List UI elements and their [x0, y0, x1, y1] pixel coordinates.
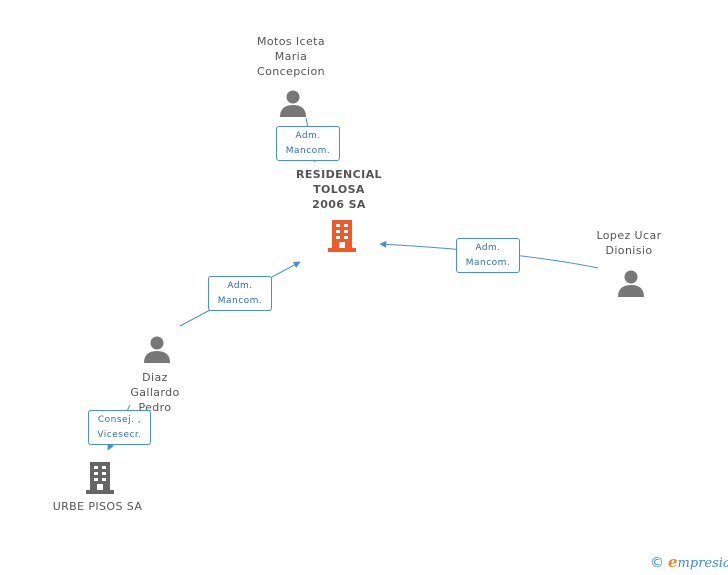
- brand-name: mpresia: [677, 556, 728, 571]
- label-line: TOLOSA: [313, 183, 365, 196]
- relation-diaz-urbe[interactable]: Consej. , Vicesecr.: [88, 410, 151, 445]
- person-icon[interactable]: [278, 88, 308, 118]
- label-line: Dionisio: [605, 244, 653, 257]
- relation-diaz-residencial[interactable]: Adm. Mancom.: [208, 276, 272, 311]
- person-label-motos[interactable]: Motos Iceta Maria Concepcion: [241, 34, 341, 79]
- building-icon[interactable]: [84, 460, 116, 494]
- relation-lopez-residencial[interactable]: Adm. Mancom.: [456, 238, 520, 273]
- label-line: 2006 SA: [312, 198, 366, 211]
- label-line: Diaz: [142, 371, 168, 384]
- label-line: Gallardo: [130, 386, 180, 399]
- company-label-residencial[interactable]: RESIDENCIAL TOLOSA 2006 SA: [289, 167, 389, 212]
- building-icon[interactable]: [326, 218, 358, 252]
- label-line: RESIDENCIAL: [296, 168, 382, 181]
- relation-line: Mancom.: [285, 146, 331, 156]
- label-line: Motos Iceta: [256, 35, 325, 48]
- relation-line: Vicesecr.: [97, 430, 142, 440]
- copyright-icon: ©: [650, 555, 664, 571]
- relation-line: Adm.: [295, 131, 321, 141]
- relation-line: Consej. ,: [97, 415, 142, 425]
- relation-line: Adm.: [475, 243, 501, 253]
- brand-initial: e: [668, 553, 678, 571]
- relation-line: Mancom.: [465, 258, 511, 268]
- label-line: Concepcion: [257, 65, 325, 78]
- company-label-urbe[interactable]: URBE PISOS SA: [40, 499, 155, 514]
- label-line: Maria: [274, 50, 308, 63]
- relation-line: Mancom.: [217, 296, 263, 306]
- person-label-lopez[interactable]: Lopez Ucar Dionisio: [579, 228, 679, 258]
- brand-logo[interactable]: ©empresia: [650, 553, 728, 571]
- person-icon[interactable]: [142, 334, 172, 364]
- label-line: Lopez Ucar: [596, 229, 662, 242]
- relation-line: Adm.: [227, 281, 253, 291]
- label-line: URBE PISOS SA: [52, 500, 143, 513]
- person-icon[interactable]: [616, 268, 646, 298]
- person-label-diaz[interactable]: Diaz Gallardo Pedro: [105, 370, 205, 415]
- relation-motos-residencial[interactable]: Adm. Mancom.: [276, 126, 340, 161]
